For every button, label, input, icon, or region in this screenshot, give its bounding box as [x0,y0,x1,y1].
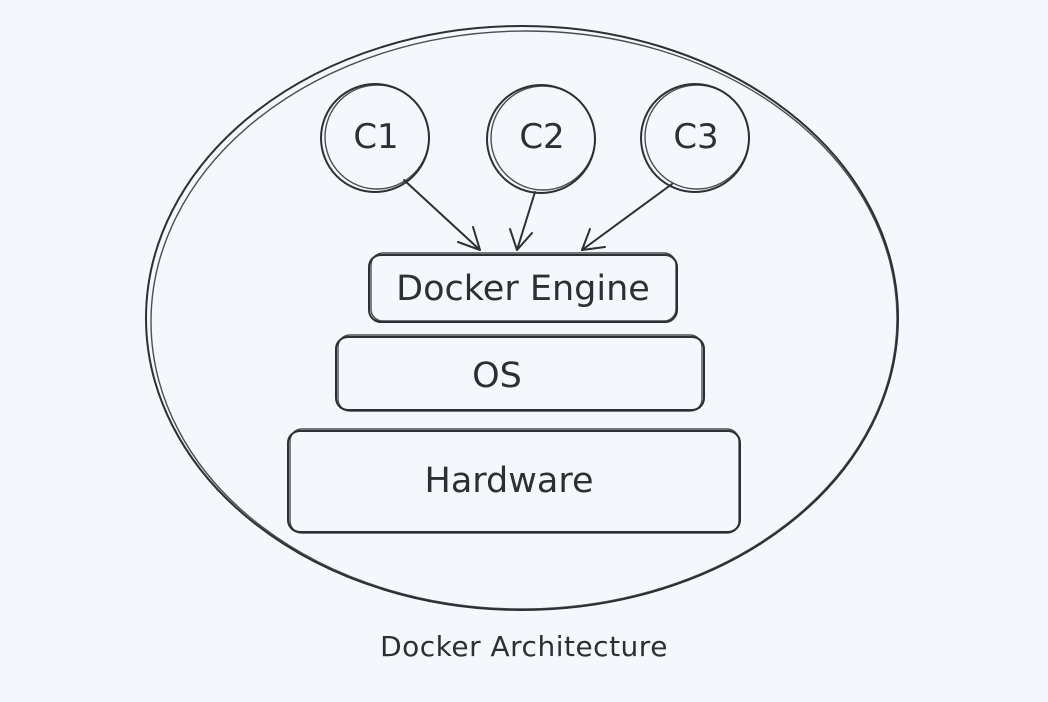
docker-engine-label: Docker Engine [396,269,650,309]
container-label-c2: C2 [519,117,564,157]
os-label: OS [472,356,522,396]
hardware-label: Hardware [425,461,594,501]
container-node-c1: C1 [320,83,430,193]
arrow-c3-to-engine [581,183,673,251]
outer-boundary-ellipse [145,25,899,611]
docker-engine-layer: Docker Engine [368,252,678,323]
container-node-c3: C3 [640,83,750,193]
arrow-c1-to-engine [403,179,481,251]
arrow-c2-to-engine [509,191,536,251]
container-label-c1: C1 [353,117,398,157]
os-layer: OS [335,334,705,412]
diagram-caption: Docker Architecture [380,630,668,663]
container-label-c3: C3 [673,117,718,157]
container-node-c2: C2 [486,84,596,194]
hardware-layer: Hardware [287,428,741,534]
